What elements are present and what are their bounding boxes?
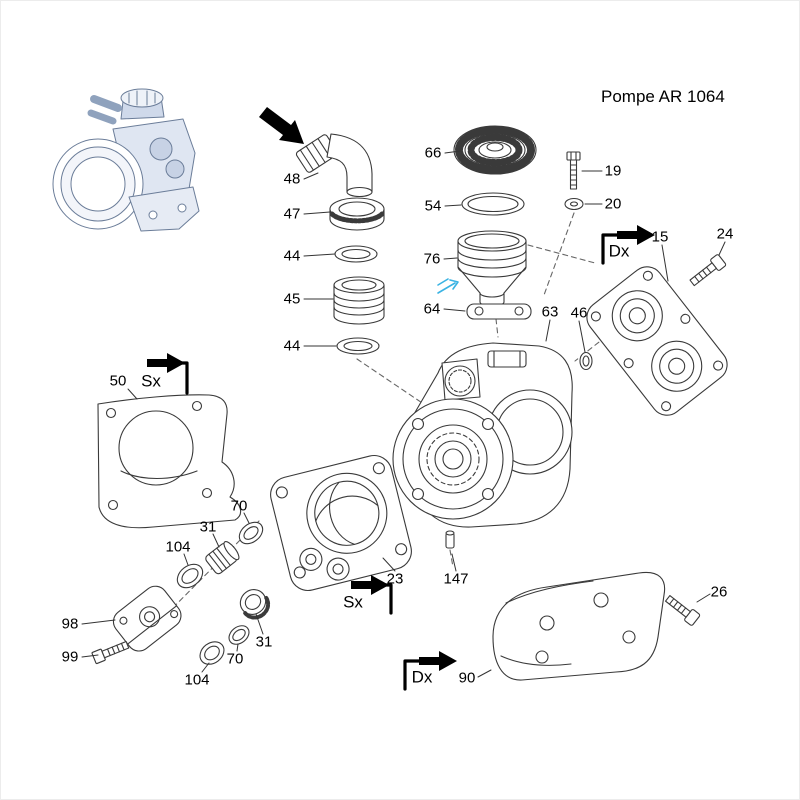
part-44-oring-lower [336, 337, 380, 355]
part-label-26: 26 [710, 583, 728, 601]
part-50-bracket [97, 394, 242, 529]
part-label-46: 46 [570, 304, 588, 322]
part-19-bolt [566, 151, 581, 190]
part-98-flange [112, 585, 182, 652]
part-47-ring-nut [329, 197, 385, 231]
part-label-47: 47 [283, 205, 301, 223]
part-70-oring-lower [228, 625, 250, 645]
part-label-104-lower: 104 [184, 671, 210, 689]
part-20-washer [564, 197, 584, 211]
dx-top-marker-icon [601, 225, 655, 265]
part-label-48: 48 [283, 170, 301, 188]
diagram-title: Pompe AR 1064 [601, 87, 725, 106]
part-label-76: 76 [423, 250, 441, 268]
pump-thumbnail [52, 88, 200, 232]
part-54-oring [461, 192, 525, 216]
part-label-54: 54 [424, 197, 442, 215]
part-label-19: 19 [604, 162, 622, 180]
part-label-44-upper: 44 [283, 247, 301, 265]
part-label-31-upper: 31 [199, 518, 217, 536]
direction-label-sx-bottom: Sx [343, 592, 363, 612]
part-15-manifold [586, 266, 728, 416]
direction-label-dx-top: Dx [608, 241, 630, 261]
part-label-70-upper: 70 [230, 497, 248, 515]
part-label-147: 147 [443, 570, 469, 588]
part-90-bracket [492, 571, 666, 681]
part-label-24: 24 [716, 225, 734, 243]
part-76-chamber [457, 230, 527, 307]
pointer-arrow-icon [259, 107, 304, 144]
part-label-15: 15 [651, 228, 669, 246]
part-label-50: 50 [109, 372, 127, 390]
leader-lines [81, 150, 726, 678]
part-label-104-upper: 104 [165, 538, 191, 556]
part-label-23: 23 [386, 570, 404, 588]
part-66-cap [453, 125, 537, 175]
part-label-64: 64 [423, 300, 441, 318]
part-44-oring-upper [334, 245, 378, 263]
part-31-plug-lower [239, 589, 271, 620]
part-99-bolt [91, 640, 130, 665]
direction-label-sx-top: Sx [141, 371, 161, 391]
part-label-31-lower: 31 [255, 633, 273, 651]
sx-top-marker-icon [147, 353, 189, 395]
part-label-99: 99 [61, 648, 79, 666]
part-45-coupling [333, 276, 385, 325]
part-24-bolt [689, 254, 727, 287]
sx-bottom-marker-icon [351, 575, 393, 615]
part-26-bolt [665, 595, 701, 626]
part-label-20: 20 [604, 195, 622, 213]
part-70-oring-upper [238, 521, 264, 545]
part-label-90: 90 [458, 669, 476, 687]
part-31-plug-upper [205, 541, 240, 575]
part-label-98: 98 [61, 615, 79, 633]
part-label-44-lower: 44 [283, 337, 301, 355]
part-48-elbow [295, 133, 373, 198]
part-147-pin [445, 530, 455, 549]
direction-label-dx-bottom: Dx [411, 667, 433, 687]
part-23-cover [270, 454, 412, 592]
part-104-oring-lower [199, 641, 225, 665]
part-label-63: 63 [541, 303, 559, 321]
part-104-oring-upper [176, 563, 204, 589]
part-label-66: 66 [424, 144, 442, 162]
part-46-oring [579, 351, 593, 371]
part-64-plate [466, 303, 532, 320]
part-label-45: 45 [283, 290, 301, 308]
part-63-pump-body [392, 342, 573, 528]
dx-bottom-marker-icon [403, 651, 457, 691]
part-label-70-lower: 70 [226, 650, 244, 668]
highlight-arrow-icon [437, 278, 459, 294]
